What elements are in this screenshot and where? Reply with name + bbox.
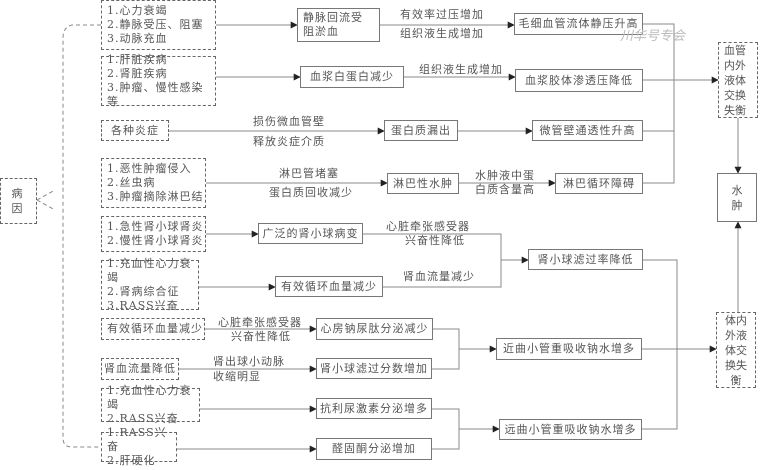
edge-label: 收缩明显 [213,370,261,383]
mechanism-box: 蛋白质漏出 [384,120,458,141]
result-box: 毛细血管流体静压升高 [514,13,643,35]
edge-label: 水肿液中蛋 [475,169,535,182]
edge-label: 兴奋性降低 [405,234,465,247]
cause-item: 肾血流量降低 [104,362,176,375]
edge-label: 白质含量高 [475,183,535,196]
result-box: 淋巴循环障碍 [555,173,643,194]
etiology-box: 病因 [0,178,37,224]
result-box: 血浆胶体渗透压降低 [515,69,643,92]
cause-item: 2.肝硬化 [107,454,156,467]
edema-box: 水肿 [717,173,757,222]
cause-item: 各种炎症 [111,123,159,137]
cause-item: 1.充血性心力衰竭 [107,384,192,411]
result-box: 近曲小管重吸收钠水增多 [496,338,642,360]
mechanism-box: 血浆白蛋白减少 [300,66,404,88]
mechanism-box: 醛固酮分泌增加 [316,438,432,460]
watermark: 川华号专会 [620,29,686,44]
body-imbalance-box: 体内外液体交换失衡 [716,312,756,388]
cause-box: 肾血流量降低 [101,358,179,380]
mechanism-box: 心房钠尿肽分泌减少 [316,318,433,340]
cause-item: 2.丝虫病 [107,176,156,189]
cause-item: 3.肿瘤摘除淋巴结 [107,190,204,203]
cause-box: 有效循环血量减少 [101,318,205,340]
edge-label: 心脏牵张感受器 [386,220,470,233]
cause-item: 1.充血性心力衰竭 [107,257,192,284]
cause-item: 2.肾病综合征 [107,285,180,298]
edge-label: 组织液生成增加 [400,27,484,40]
cause-item: 1.心力衰竭 [107,4,168,17]
edge-label: 有效率过压增加 [400,8,484,21]
etiology-label: 病因 [11,187,24,215]
edema-label: 水肿 [731,183,743,212]
cause-box: 各种炎症 [101,120,169,141]
cause-item: 1.肝脏疾病 [107,53,168,66]
edge-label: 蛋白质回收减少 [269,186,353,199]
mechanism-box: 广泛的肾小球病变 [258,223,363,244]
vascular-imbalance-box: 血管内外液体交换失衡 [718,42,758,118]
cause-item: 1.恶性肿瘤侵入 [107,162,192,175]
cause-item: 3.RASS兴奋 [107,299,179,312]
mechanism-box: 有效循环血量减少 [275,276,383,297]
body-imbalance-label: 体内外液体交换失衡 [725,313,747,387]
cause-item: 有效循环血量减少 [107,322,203,335]
cause-item: 2.肾脏疾病 [107,67,168,80]
result-box: 微管壁通透性升高 [532,120,643,141]
cause-item: 1.急性肾小球肾炎 [107,220,204,233]
edge-label: 兴奋性降低 [231,330,291,343]
vascular-imbalance-label: 血管内外液体交换失衡 [724,43,746,117]
edge-label: 释放炎症介质 [253,135,325,148]
edge-label: 淋巴管堵塞 [279,167,339,180]
mechanism-box: 抗利尿激素分泌增多 [316,398,432,419]
result-box: 远曲小管重吸收钠水增多 [499,419,642,440]
edge-label: 肾出球小动脉 [213,355,285,368]
edge-label: 损伤微血管壁 [253,115,325,128]
cause-item: 1.RASS兴奋 [107,426,167,453]
mechanism-box: 静脉回流受阻淤血 [297,8,380,42]
mechanism-box: 淋巴性水肿 [387,173,459,194]
result-box: 肾小球滤过率降低 [528,249,643,270]
cause-item: 2.RASS兴奋 [107,412,179,425]
cause-item: 2.慢性肾小球肾炎 [107,234,204,247]
edge-label: 肾血流量减少 [403,270,475,283]
cause-item: 3.动脉充血 [107,32,168,45]
edge-label: 心脏牵张感受器 [218,316,302,329]
cause-item: 2.静脉受压、阻塞 [107,18,204,31]
edge-label: 组织液生成增加 [419,63,503,76]
mechanism-box: 肾小球滤过分数增加 [316,358,432,379]
cause-item: 3.肿瘤、慢性感染等 [107,81,204,108]
